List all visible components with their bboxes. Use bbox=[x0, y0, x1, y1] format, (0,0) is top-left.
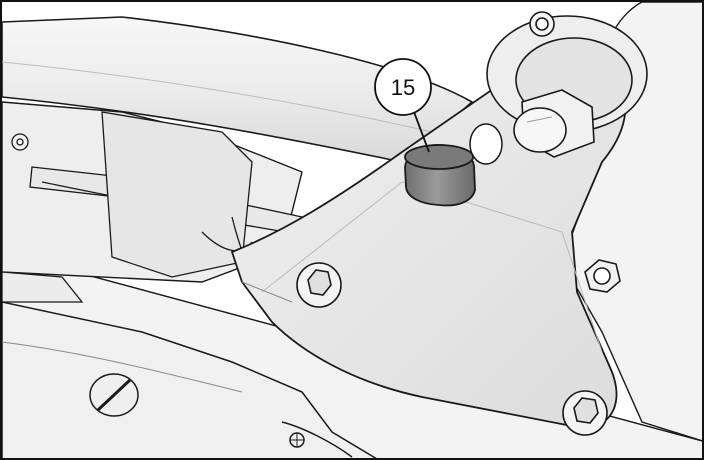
bracket-holes bbox=[469, 123, 503, 165]
callout-15: 15 bbox=[374, 58, 432, 153]
callout-leader-line bbox=[413, 111, 430, 153]
callout-circle bbox=[374, 58, 432, 116]
lower-frame bbox=[2, 301, 377, 458]
middle-socket-bolt bbox=[296, 262, 342, 308]
right-hex-nut bbox=[584, 259, 621, 293]
lower-socket-bolt bbox=[562, 390, 608, 436]
part-15-cylinder bbox=[404, 144, 476, 207]
left-mechanism bbox=[2, 111, 303, 303]
callout-label: 15 bbox=[391, 75, 415, 100]
upper-hex-bolt bbox=[513, 89, 595, 158]
